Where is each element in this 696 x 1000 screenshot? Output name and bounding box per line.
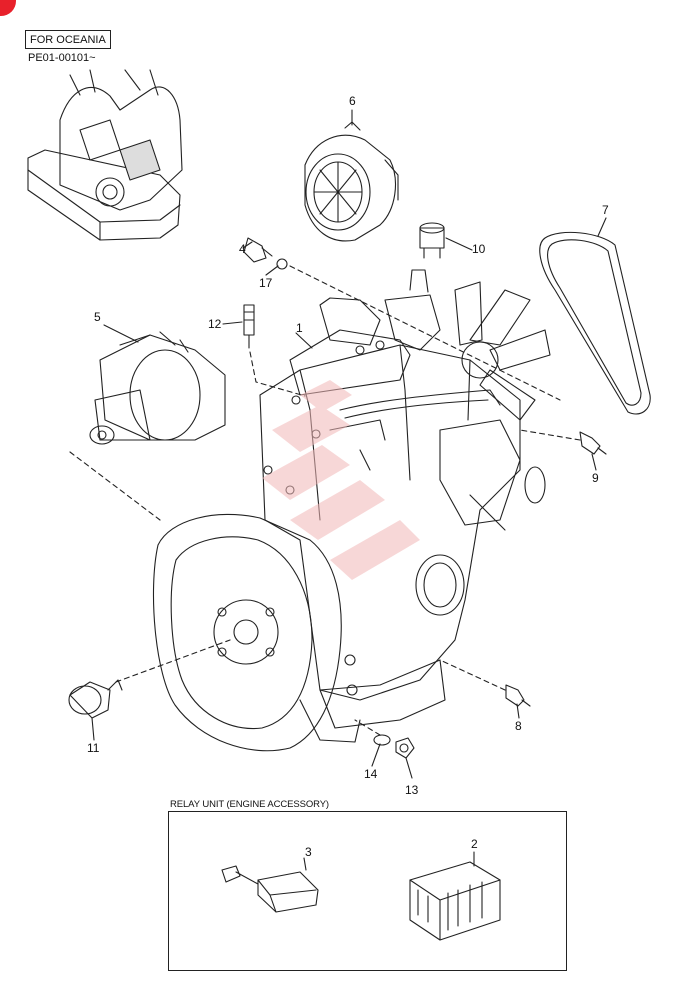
vehicle-thumbnail-drawing bbox=[27, 69, 183, 241]
sensor-9-drawing bbox=[579, 431, 607, 455]
thermostat-drawing bbox=[419, 222, 445, 259]
sensor-8-drawing bbox=[505, 684, 531, 707]
callout-8: 8 bbox=[515, 719, 522, 733]
plug-bolt-drawing bbox=[395, 737, 415, 759]
callout-13: 13 bbox=[405, 783, 419, 797]
callout-17: 17 bbox=[259, 276, 273, 290]
callout-1: 1 bbox=[296, 321, 303, 335]
relay-unit-title: RELAY UNIT (ENGINE ACCESSORY) bbox=[170, 799, 329, 810]
glow-plug-drawing bbox=[243, 304, 255, 349]
callout-6: 6 bbox=[349, 94, 356, 108]
washer-17-drawing bbox=[276, 258, 288, 270]
callout-7: 7 bbox=[602, 203, 609, 217]
assembly-guide-lines bbox=[69, 265, 581, 736]
o-ring-drawing bbox=[373, 734, 391, 746]
regulator-drawing bbox=[409, 851, 501, 941]
callout-10: 10 bbox=[472, 242, 486, 256]
starter-motor-drawing bbox=[89, 331, 226, 445]
solenoid-drawing bbox=[68, 679, 123, 719]
watermark-graphic bbox=[262, 380, 420, 580]
callout-leaders bbox=[91, 109, 607, 779]
callout-14: 14 bbox=[364, 767, 378, 781]
callout-12: 12 bbox=[208, 317, 222, 331]
alternator-drawing bbox=[304, 121, 399, 242]
callout-2: 2 bbox=[471, 837, 478, 851]
relay-drawing bbox=[221, 857, 319, 913]
relay-unit-box bbox=[168, 811, 567, 971]
v-belt-drawing bbox=[539, 231, 651, 415]
callout-11: 11 bbox=[87, 741, 100, 755]
serial-range: PE01-00101~ bbox=[28, 52, 96, 64]
callout-5: 5 bbox=[94, 310, 101, 324]
callout-3: 3 bbox=[305, 845, 312, 859]
sensor-4-drawing bbox=[243, 237, 273, 263]
callout-4: 4 bbox=[239, 242, 246, 256]
region-label: FOR OCEANIA bbox=[25, 30, 111, 49]
engine-block-drawing bbox=[152, 269, 551, 752]
callout-9: 9 bbox=[592, 471, 599, 485]
